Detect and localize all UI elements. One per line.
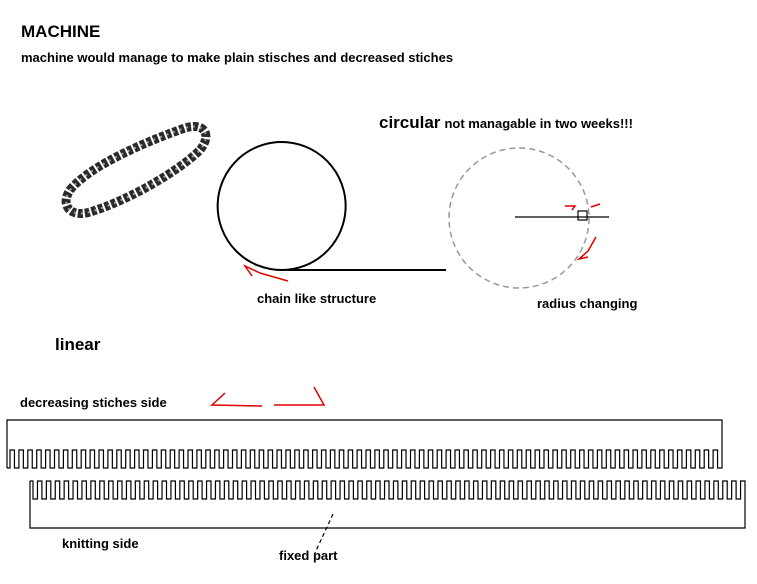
fixed-part-label: fixed part	[279, 548, 338, 563]
decreasing-comb	[6, 419, 723, 469]
red-arrow-icon	[576, 236, 597, 261]
red-arrow-icon	[565, 205, 577, 211]
page-title: MACHINE	[21, 22, 101, 41]
decreasing-label: decreasing stiches side	[20, 395, 167, 410]
chain-label: chain like structure	[257, 291, 377, 306]
radius-label: radius changing	[537, 296, 638, 311]
circular-note: not managable in two weeks!!!	[444, 116, 633, 131]
linear-heading: linear	[55, 335, 101, 354]
page-subtitle: machine would manage to make plain stisc…	[21, 50, 454, 65]
decrease-annotation-marks	[210, 386, 326, 407]
knitting-comb	[29, 480, 746, 529]
knitting-label: knitting side	[62, 536, 139, 551]
direction-arrow-icon	[242, 264, 289, 282]
chain-structure-diagram	[216, 141, 446, 282]
fixed-part-pointer	[314, 513, 334, 554]
bicycle-chain-icon	[61, 122, 211, 218]
red-arrow-icon	[590, 203, 601, 208]
radius-changing-diagram	[448, 147, 609, 289]
circular-heading: circular	[379, 113, 441, 132]
